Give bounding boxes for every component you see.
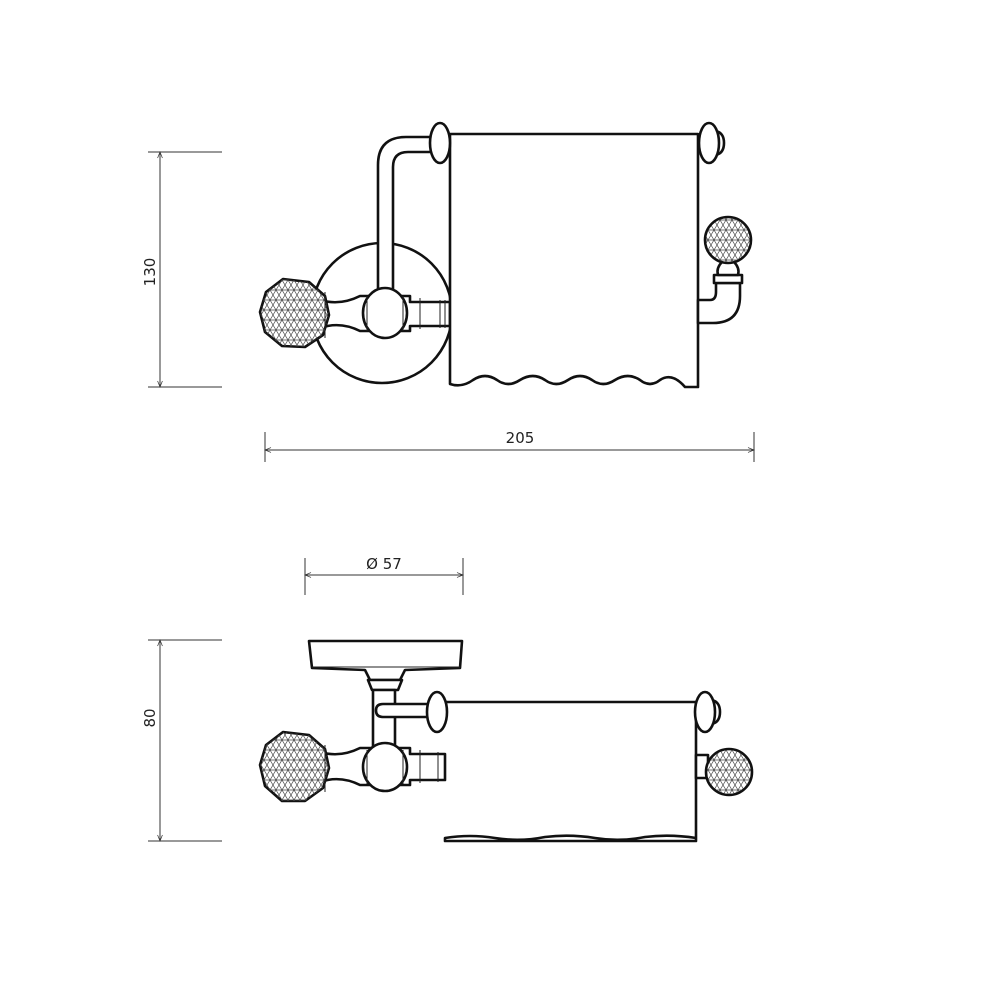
paper-roll <box>443 700 698 843</box>
post <box>371 688 397 749</box>
hook-arm <box>696 281 742 325</box>
dimension-width-front: 205 <box>264 429 755 462</box>
dimension-label: Ø 57 <box>366 555 402 573</box>
dimension-label: 80 <box>141 708 159 727</box>
crystal-knob-icon <box>258 730 331 803</box>
paper-roll <box>448 132 700 389</box>
dimension-label: 130 <box>141 258 159 287</box>
dimension-diameter: Ø 57 <box>304 555 464 595</box>
shelf <box>307 639 464 682</box>
roll-cap-left <box>428 121 452 165</box>
crystal-knob-icon <box>258 277 331 349</box>
dimension-height-front: 130 <box>141 151 222 388</box>
dimension-height-side: 80 <box>141 639 222 842</box>
roll-cap-right <box>693 690 717 734</box>
crystal-knob-icon <box>704 747 754 797</box>
roll-cap-right <box>697 121 721 165</box>
roll-arm <box>374 702 434 719</box>
front-view <box>258 121 753 389</box>
crystal-knob-icon <box>703 215 753 265</box>
side-view <box>258 639 754 843</box>
center-knob <box>361 741 409 793</box>
dimension-label: 205 <box>506 429 535 447</box>
center-knob <box>361 286 409 340</box>
roll-cap-left <box>425 690 449 734</box>
